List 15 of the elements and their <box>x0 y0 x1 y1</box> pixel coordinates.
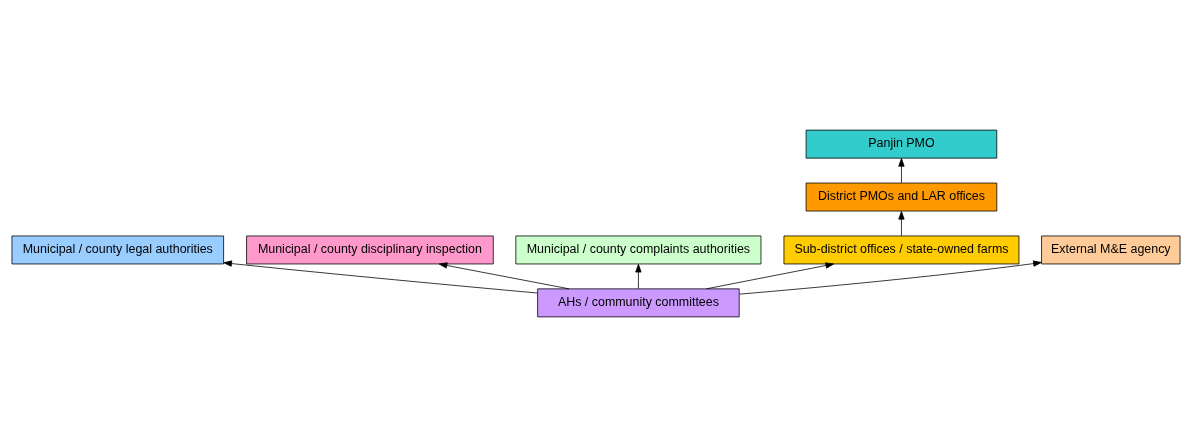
arrow <box>706 262 835 290</box>
node-box: Sub-district offices / state-owned farms <box>783 235 1020 265</box>
node-box: Panjin PMO <box>805 129 998 159</box>
arrow <box>438 262 570 290</box>
node-box: Municipal / county legal authorities <box>11 235 224 265</box>
node-box: Municipal / county disciplinary inspection <box>246 235 494 265</box>
node-box: District PMOs and LAR offices <box>805 182 998 212</box>
node-box: External M&E agency <box>1041 235 1181 265</box>
node-box: AHs / community committees <box>537 288 740 318</box>
arrow <box>898 211 905 237</box>
arrow <box>223 260 538 294</box>
node-box: Municipal / county complaints authorities <box>515 235 762 265</box>
arrow <box>898 158 905 184</box>
arrow <box>635 263 642 289</box>
arrow <box>739 260 1042 295</box>
